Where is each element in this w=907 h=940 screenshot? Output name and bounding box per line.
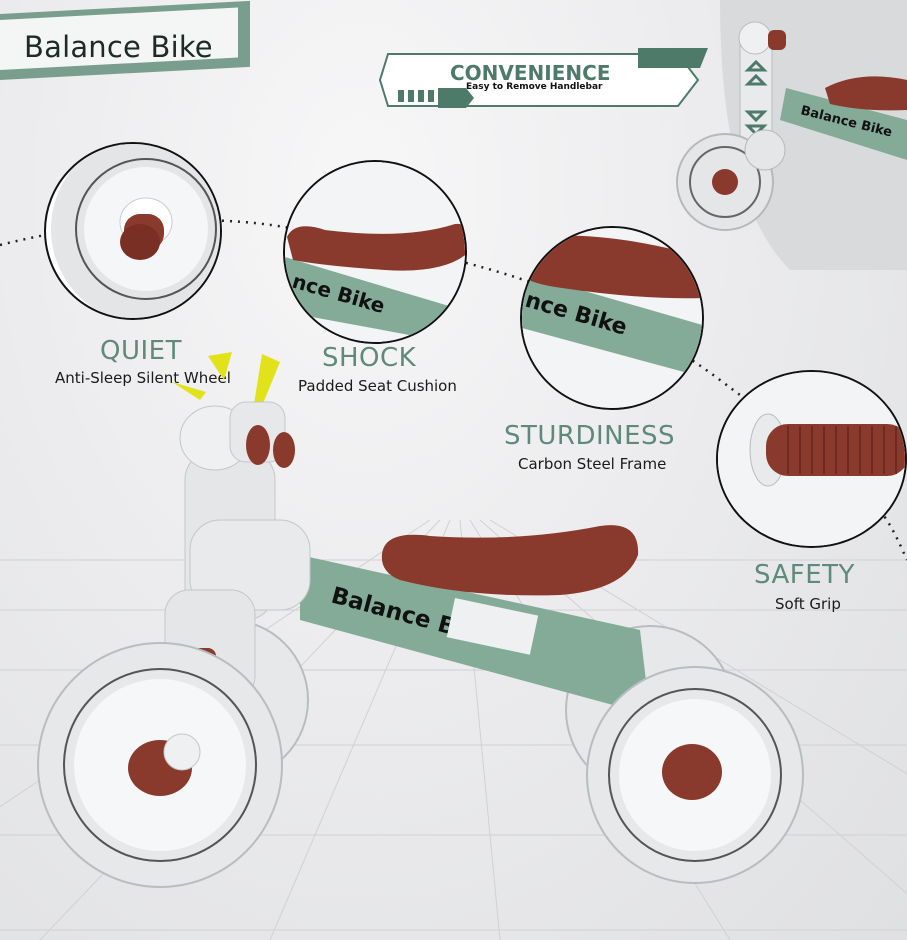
quiet-subtitle: Anti-Sleep Silent Wheel <box>55 369 231 387</box>
convenience-subtitle: Easy to Remove Handlebar <box>466 82 603 92</box>
wheel-zoom-illustration <box>51 144 220 318</box>
seat-zoom-illustration: nce Bike <box>285 162 465 342</box>
quiet-title: QUIET <box>100 336 182 366</box>
sturdiness-zoom-circle: nce Bike <box>520 226 704 410</box>
safety-subtitle: Soft Grip <box>775 595 841 613</box>
sturdiness-title: STURDINESS <box>504 421 676 451</box>
grip-zoom-illustration <box>718 372 905 546</box>
convenience-title: CONVENIENCE <box>450 61 611 85</box>
shock-zoom-circle: nce Bike <box>283 160 467 344</box>
safety-zoom-circle <box>716 370 907 548</box>
handlebar-thumbnail: Balance Bike <box>676 0 907 270</box>
safety-title: SAFETY <box>754 560 855 590</box>
main-bike-illustration: Balance Bike <box>37 352 804 888</box>
page-title: Balance Bike <box>24 30 213 64</box>
sturdiness-subtitle: Carbon Steel Frame <box>518 455 667 473</box>
frame-zoom-illustration: nce Bike <box>522 228 702 408</box>
shock-title: SHOCK <box>322 343 417 373</box>
convenience-tag <box>378 48 708 108</box>
shock-subtitle: Padded Seat Cushion <box>298 377 457 395</box>
quiet-zoom-circle <box>44 142 222 320</box>
